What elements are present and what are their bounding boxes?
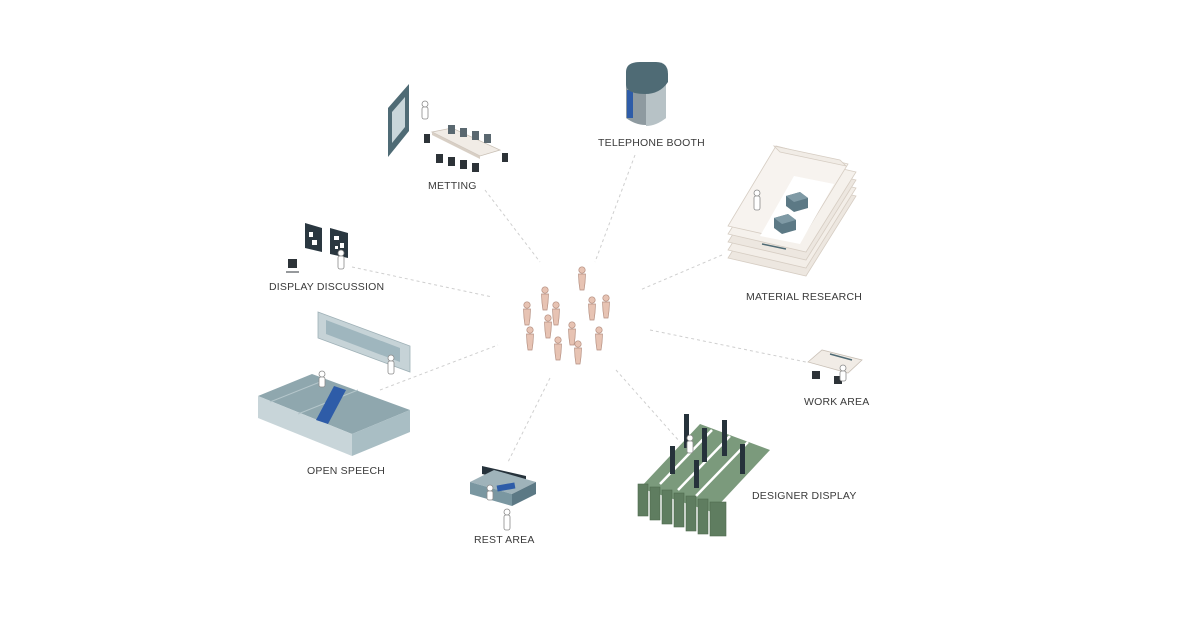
rest-sofa-top — [470, 470, 536, 494]
meeting-chairs — [424, 125, 508, 172]
designer-panels — [637, 483, 727, 537]
speech-screen-inner — [326, 320, 400, 362]
person-figure — [526, 326, 534, 351]
connector-lines — [351, 154, 807, 463]
open-speech-zone — [258, 311, 411, 456]
person-figure — [552, 301, 560, 326]
label-work-area: WORK AREA — [804, 396, 870, 408]
metting-zone — [388, 84, 508, 172]
meeting-screen-inner — [392, 97, 405, 143]
speech-person-right — [387, 354, 395, 375]
person-figure — [574, 340, 582, 365]
research-blocks — [774, 192, 808, 234]
label-telephone-booth: TELEPHONE BOOTH — [598, 137, 705, 149]
label-open-speech: OPEN SPEECH — [307, 465, 386, 477]
rest-person-seated — [486, 484, 494, 501]
connector-designer-display — [615, 369, 681, 443]
people-cluster — [523, 266, 610, 365]
research-person — [753, 189, 761, 211]
rest-sofa-accent — [496, 482, 516, 492]
person-figure — [595, 326, 603, 351]
speech-stage-side — [258, 396, 352, 456]
telephone-booth-zone — [626, 62, 668, 126]
material-research-zone — [727, 145, 857, 277]
meeting-table-edge — [432, 132, 480, 159]
booth-side — [646, 84, 666, 126]
speech-person-left — [318, 370, 326, 388]
rest-sofa-right — [512, 482, 536, 506]
booth-roof — [626, 62, 668, 94]
display-board-right — [330, 228, 348, 258]
work-area-zone — [807, 349, 863, 384]
designer-floor — [640, 424, 770, 512]
designer-person — [686, 434, 694, 454]
label-designer-display: DESIGNER DISPLAY — [752, 490, 857, 502]
connector-material-research — [639, 254, 723, 291]
person-figure — [588, 296, 596, 321]
person-figure — [544, 314, 552, 339]
work-person — [839, 364, 847, 382]
booth-door — [627, 90, 633, 118]
display-discussion-zone — [286, 223, 348, 273]
rest-person-standing — [503, 508, 511, 531]
person-figure — [568, 321, 576, 346]
label-metting: METTING — [428, 180, 477, 192]
person-figure — [541, 286, 549, 311]
connector-work-area — [649, 329, 807, 363]
research-shelf-accent — [761, 243, 787, 250]
display-board-left — [305, 223, 322, 252]
connector-rest-area — [507, 377, 551, 463]
person-figure — [602, 294, 610, 319]
display-board-cards — [309, 232, 344, 249]
speech-stage-stripe — [316, 386, 346, 424]
work-chairs — [812, 371, 842, 384]
person-figure — [554, 336, 562, 361]
speech-stage-front — [352, 410, 410, 456]
display-chair — [286, 259, 299, 273]
designer-display-zone — [637, 414, 770, 537]
label-rest-area: REST AREA — [474, 534, 535, 546]
connector-metting — [484, 189, 541, 263]
label-material-research: MATERIAL RESEARCH — [746, 291, 863, 303]
work-desk — [807, 349, 863, 374]
display-person — [337, 249, 345, 270]
rest-area-zone — [470, 466, 536, 531]
designer-dark-boards — [670, 414, 745, 488]
connector-telephone-booth — [594, 154, 636, 263]
person-figure — [523, 301, 531, 326]
person-figure — [578, 266, 586, 291]
meeting-person — [421, 100, 429, 120]
label-display-discussion: DISPLAY DISCUSSION — [269, 281, 385, 293]
